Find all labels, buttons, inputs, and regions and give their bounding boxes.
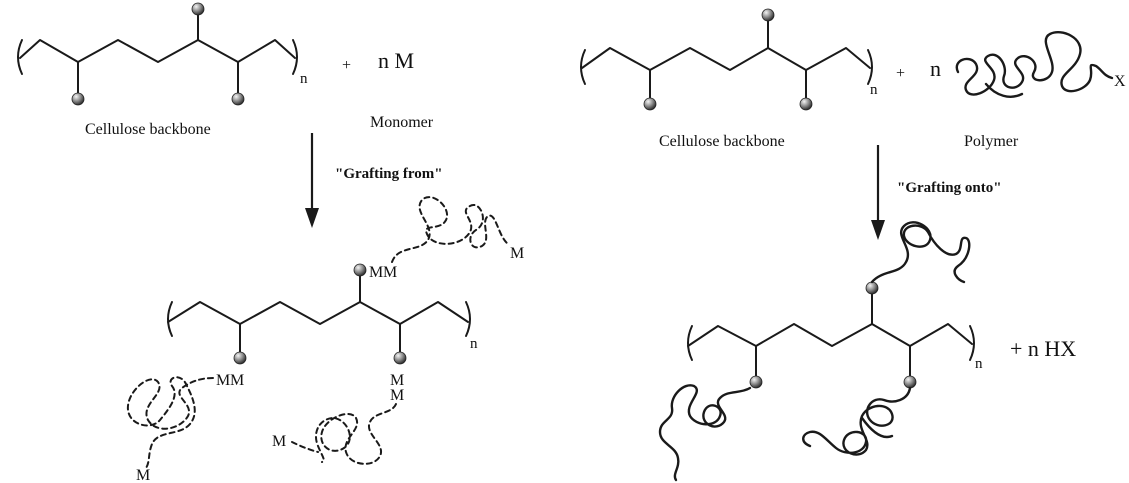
polymer-coefficient: n	[930, 56, 941, 81]
grafted-coil-right	[802, 386, 912, 456]
grafted-coil-left	[658, 384, 752, 482]
right-backbone-label: Cellulose backbone	[659, 133, 785, 150]
left-plus-sign: +	[342, 57, 351, 74]
hydroxyl-site-bead	[865, 281, 879, 295]
left-repeat-subscript: n	[300, 71, 308, 87]
hydroxyl-site-bead	[231, 92, 245, 106]
monomer-symbol: M	[383, 264, 397, 281]
right-product-subscript: n	[975, 356, 983, 372]
monomer-symbol: M	[510, 245, 524, 262]
right-repeat-subscript: n	[870, 82, 878, 98]
monomer-formula: n M	[378, 48, 414, 73]
hydroxyl-site-bead	[749, 375, 763, 389]
hydroxyl-site-bead	[903, 375, 917, 389]
monomer-symbol: M	[230, 372, 244, 389]
polymer-end-group: X	[1114, 73, 1126, 90]
hydroxyl-site-bead	[643, 97, 657, 111]
free-polymer-coil	[955, 31, 1114, 98]
right-product-backbone	[687, 281, 975, 389]
right-plus-sign: +	[896, 65, 905, 82]
monomer-symbol: M	[369, 264, 383, 281]
left-reactant-backbone	[17, 2, 298, 106]
grafting-onto-label: "Grafting onto"	[897, 180, 1002, 196]
grown-chain-right: M M M	[272, 372, 404, 465]
grafting-onto-arrow	[871, 145, 885, 240]
hydroxyl-site-bead	[393, 351, 407, 365]
grafting-from-label: "Grafting from"	[335, 166, 443, 182]
byproduct-formula: + n HX	[1010, 336, 1076, 361]
monomer-symbol: M	[136, 467, 150, 483]
monomer-symbol: M	[272, 433, 286, 450]
monomer-symbol: M	[216, 372, 230, 389]
grafted-coil-top	[870, 221, 971, 284]
hydroxyl-site-bead	[761, 8, 775, 22]
monomer-label: Monomer	[370, 114, 434, 131]
hydroxyl-site-bead	[233, 351, 247, 365]
left-product-subscript: n	[470, 336, 478, 352]
left-product-backbone	[167, 263, 471, 365]
monomer-symbol: M	[390, 372, 404, 389]
right-reactant-backbone	[580, 8, 873, 111]
hydroxyl-site-bead	[799, 97, 813, 111]
monomer-symbol: M	[390, 387, 404, 404]
hydroxyl-site-bead	[353, 263, 367, 277]
hydroxyl-site-bead	[71, 92, 85, 106]
left-backbone-label: Cellulose backbone	[85, 121, 211, 138]
grown-chain-left: M M M	[126, 372, 244, 483]
hydroxyl-site-bead	[191, 2, 205, 16]
grafting-from-arrow	[305, 133, 319, 228]
grown-chain-top: M M M	[369, 196, 524, 281]
polymer-label: Polymer	[964, 133, 1019, 150]
